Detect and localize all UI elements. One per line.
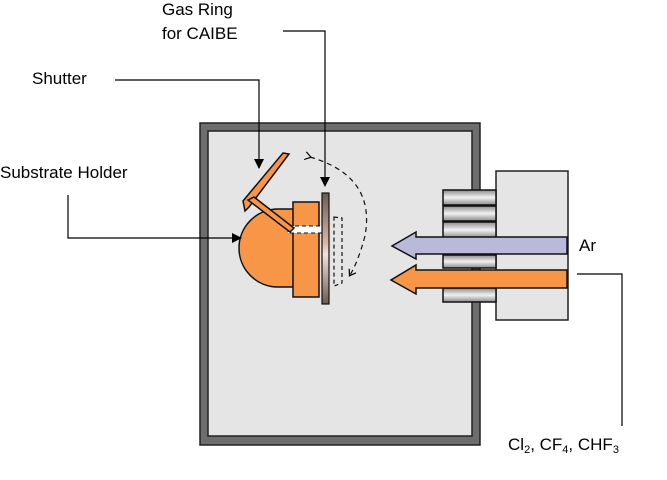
rotation-arrow — [310, 157, 368, 275]
substrate-holder-leader — [67, 195, 242, 243]
shutter-label: Shutter — [32, 69, 87, 88]
shutter — [242, 152, 296, 233]
reactive-gases-label: Cl2, CF4, CHF3 — [508, 435, 619, 456]
reactive-gas-leader — [577, 273, 623, 426]
gas-ring-alt-position — [333, 216, 343, 287]
shutter-leader — [115, 79, 264, 169]
gas-ring-label-line1: Gas Ring — [162, 0, 233, 19]
ar-label: Ar — [579, 236, 596, 255]
ar-beam-arrow — [390, 230, 568, 261]
substrate-holder-label: Substrate Holder — [0, 163, 128, 182]
gas-ring — [321, 192, 330, 305]
reactive-gas-beam-arrow — [389, 263, 568, 296]
ion-source-flange — [442, 189, 497, 303]
gas-ring-label-line2: for CAIBE — [162, 24, 238, 43]
gas-ring-leader — [283, 30, 330, 187]
